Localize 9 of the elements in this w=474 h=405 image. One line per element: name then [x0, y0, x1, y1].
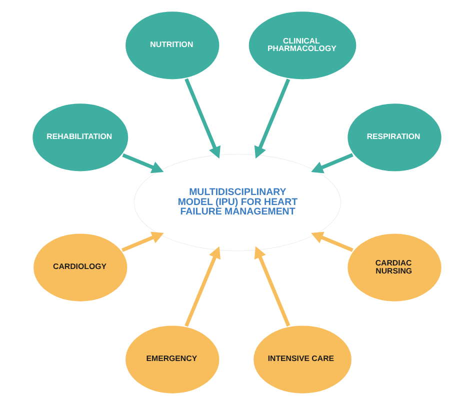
arrow	[184, 78, 221, 159]
arrow	[311, 153, 354, 174]
arrow	[184, 246, 221, 327]
arrow	[122, 232, 164, 252]
arrow	[311, 232, 354, 252]
arrow	[254, 246, 290, 327]
node-ellipse: MULTIDISCIPLINARY MODEL (IPU) FOR HEART FAILURE MANAGEMENT	[134, 154, 342, 252]
arrow	[122, 153, 164, 174]
arrow	[254, 78, 290, 159]
